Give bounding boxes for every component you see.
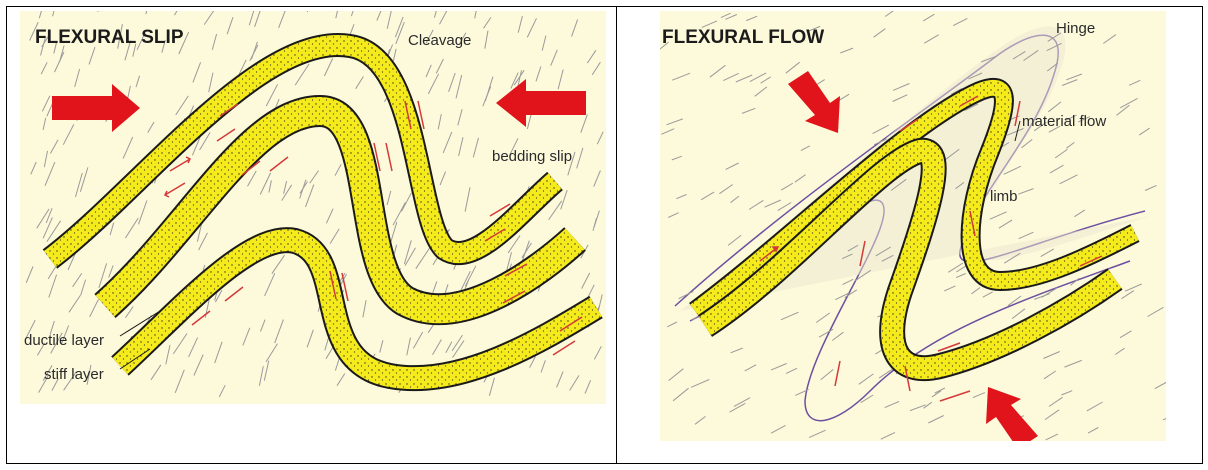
material-flow-label: material flow	[1022, 113, 1106, 130]
cleavage-label: Cleavage	[408, 32, 471, 49]
stiff-layer-label: stiff layer	[44, 366, 104, 383]
flexural-flow-panel: FLEXURAL FLOW Hinge material flow limb	[660, 11, 1166, 441]
limb-label: limb	[990, 188, 1018, 205]
flexural-slip-title: FLEXURAL SLIP	[35, 27, 184, 48]
flexural-flow-title: FLEXURAL FLOW	[662, 27, 824, 48]
flexural-slip-diagram: FLEXURAL SLIP Cleavage bedding slip duct…	[20, 11, 606, 404]
hinge-label: Hinge	[1056, 20, 1095, 37]
flexural-slip-panel: FLEXURAL SLIP Cleavage bedding slip duct…	[20, 11, 606, 404]
panel-divider	[616, 6, 617, 464]
flexural-flow-diagram: FLEXURAL FLOW Hinge material flow limb	[660, 11, 1166, 441]
ductile-layer-label: ductile layer	[24, 332, 104, 349]
bedding-slip-label: bedding slip	[492, 148, 572, 165]
